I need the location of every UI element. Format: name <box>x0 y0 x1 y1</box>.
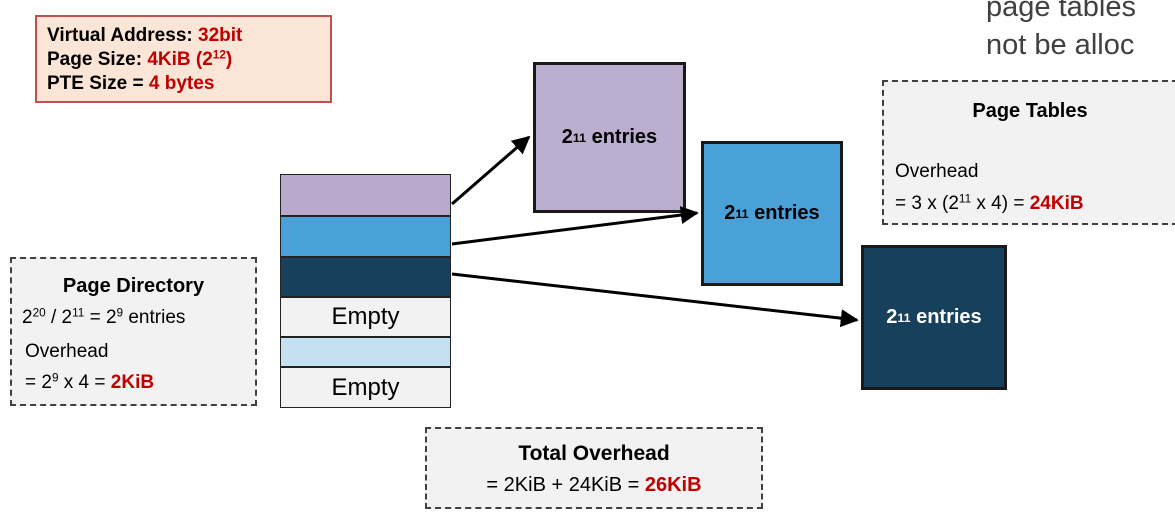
page-tables-title: Page Tables <box>972 100 1088 122</box>
page-directory-box: Page Directory 220 / 211 = 29 entries Ov… <box>10 257 257 406</box>
pte-size-label: PTE Size = <box>47 73 149 94</box>
page-directory-overhead-result: 2KiB <box>110 372 155 393</box>
page-directory-entries: 220 / 211 = 29 entries <box>22 306 186 328</box>
page-tables-box: Page Tables Overhead = 3 x (211 x 4) = 2… <box>882 80 1175 225</box>
total-overhead-box: Total Overhead = 2KiB + 24KiB = 26KiB <box>425 427 763 509</box>
virtual-address-label: Virtual Address: <box>47 25 198 46</box>
virtual-address-value: 32bit <box>198 25 243 46</box>
directory-entry-3 <box>280 257 451 297</box>
pte-size-value: 4 bytes <box>148 73 215 94</box>
directory-entry-1 <box>280 174 451 216</box>
parameters-box: Virtual Address: 32bit Page Size: 4KiB (… <box>35 15 332 103</box>
total-overhead-title: Total Overhead <box>518 442 670 465</box>
arrow-to-page-table-1 <box>451 135 531 206</box>
corner-note-line-2: not be alloc <box>986 29 1135 61</box>
page-tables-overhead-label: Overhead <box>895 161 979 182</box>
total-overhead-formula: = 2KiB + 24KiB = 26KiB <box>486 474 702 496</box>
directory-entry-5 <box>280 337 451 367</box>
directory-entry-2 <box>280 216 451 257</box>
total-overhead-result: 26KiB <box>644 474 702 496</box>
directory-entry-empty-2: Empty <box>280 367 451 408</box>
corner-note: page tables not be alloc <box>986 0 1136 64</box>
page-tables-overhead-formula: = 3 x (211 x 4) = 24KiB <box>895 192 1084 214</box>
arrow-to-page-table-3 <box>451 272 859 328</box>
page-size-line: Page Size: 4KiB (212) <box>47 48 330 72</box>
page-size-value: 4KiB (212) <box>147 48 233 70</box>
page-directory-overhead-formula: = 29 x 4 = 2KiB <box>25 371 155 393</box>
page-directory-title: Page Directory <box>62 275 205 297</box>
corner-note-line-1: page tables <box>986 0 1136 23</box>
page-size-label: Page Size: <box>47 49 148 70</box>
virtual-address-line: Virtual Address: 32bit <box>47 24 330 48</box>
directory-entry-empty-1: Empty <box>280 297 451 337</box>
page-directory-overhead-label: Overhead <box>25 341 109 362</box>
pte-size-line: PTE Size = 4 bytes <box>47 72 330 96</box>
page-tables-overhead-result: 24KiB <box>1029 193 1084 214</box>
arrow-to-page-table-2 <box>451 206 699 246</box>
